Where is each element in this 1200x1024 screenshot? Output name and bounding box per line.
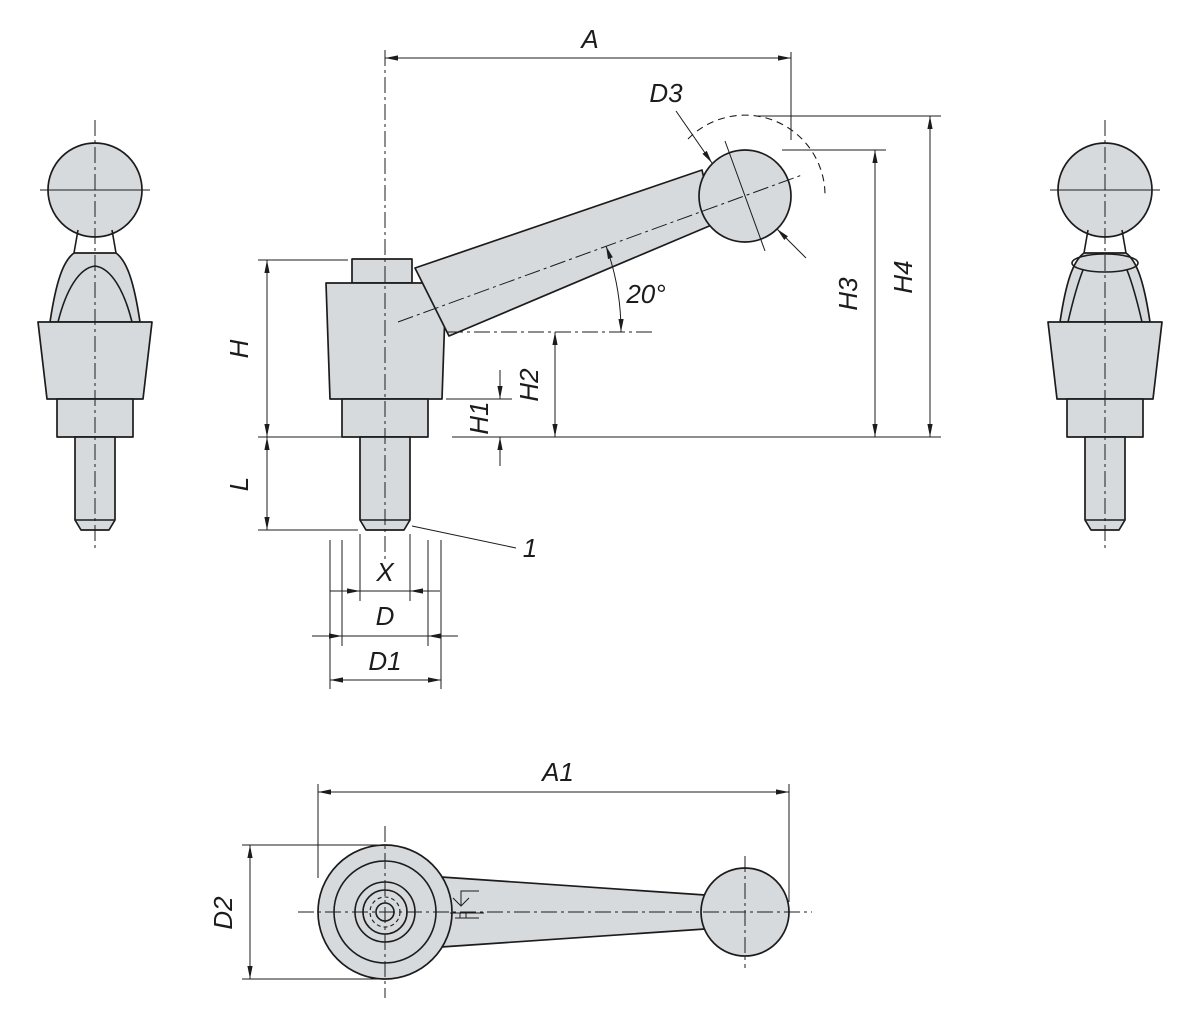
dim-label-d1: D1 [368, 646, 401, 676]
angle-arc [605, 245, 624, 333]
dim-label-x: X [375, 557, 395, 587]
arm-axis-centerline [397, 174, 803, 323]
ext-lines-d1 [329, 540, 442, 689]
dim-label-d2: D2 [208, 896, 238, 930]
ball-neck-lines [73, 229, 117, 254]
d3-leader-arrow-top [675, 110, 713, 164]
dim-label-angle: 20° [625, 279, 665, 309]
d3-leader-arrow-bottom [776, 228, 807, 259]
view-main: A D3 20° H L H1 H2 H3 H4 [224, 24, 941, 689]
dim-label-d: D [376, 601, 395, 631]
ball-cross-centerline [724, 140, 766, 252]
callout-label-1: 1 [523, 533, 537, 563]
dim-label-h4: H4 [888, 260, 918, 293]
view-side-left [37, 120, 153, 548]
dim-label-a: A [579, 24, 598, 54]
ext-lines-d [341, 540, 429, 646]
lever-arm [414, 169, 715, 337]
view-side-right [1047, 120, 1163, 548]
callout-leader [411, 525, 517, 549]
dim-label-l: L [224, 477, 254, 491]
clamp-symbol [450, 890, 484, 919]
top-boss [351, 258, 413, 284]
ext-lines-a1 [317, 784, 790, 902]
dim-label-a1: A1 [540, 757, 574, 787]
dim-label-h3: H3 [833, 277, 863, 311]
clamp-body [1047, 321, 1163, 400]
dim-label-h: H [224, 339, 254, 358]
shoulder-contour [1067, 269, 1143, 323]
clamp-body [37, 321, 153, 400]
ball-neck-lines [1083, 229, 1127, 254]
clamp-neck [341, 398, 429, 438]
dim-label-h1: H1 [464, 401, 494, 434]
dim-label-h2: H2 [514, 368, 544, 402]
view-top: A1 D2 [208, 757, 812, 998]
clamp-body [325, 282, 447, 400]
dim-label-d3: D3 [649, 78, 683, 108]
d3-swing-arc [687, 114, 826, 197]
socket-ellipse [1071, 253, 1139, 273]
ext-lines-d2 [242, 844, 378, 980]
